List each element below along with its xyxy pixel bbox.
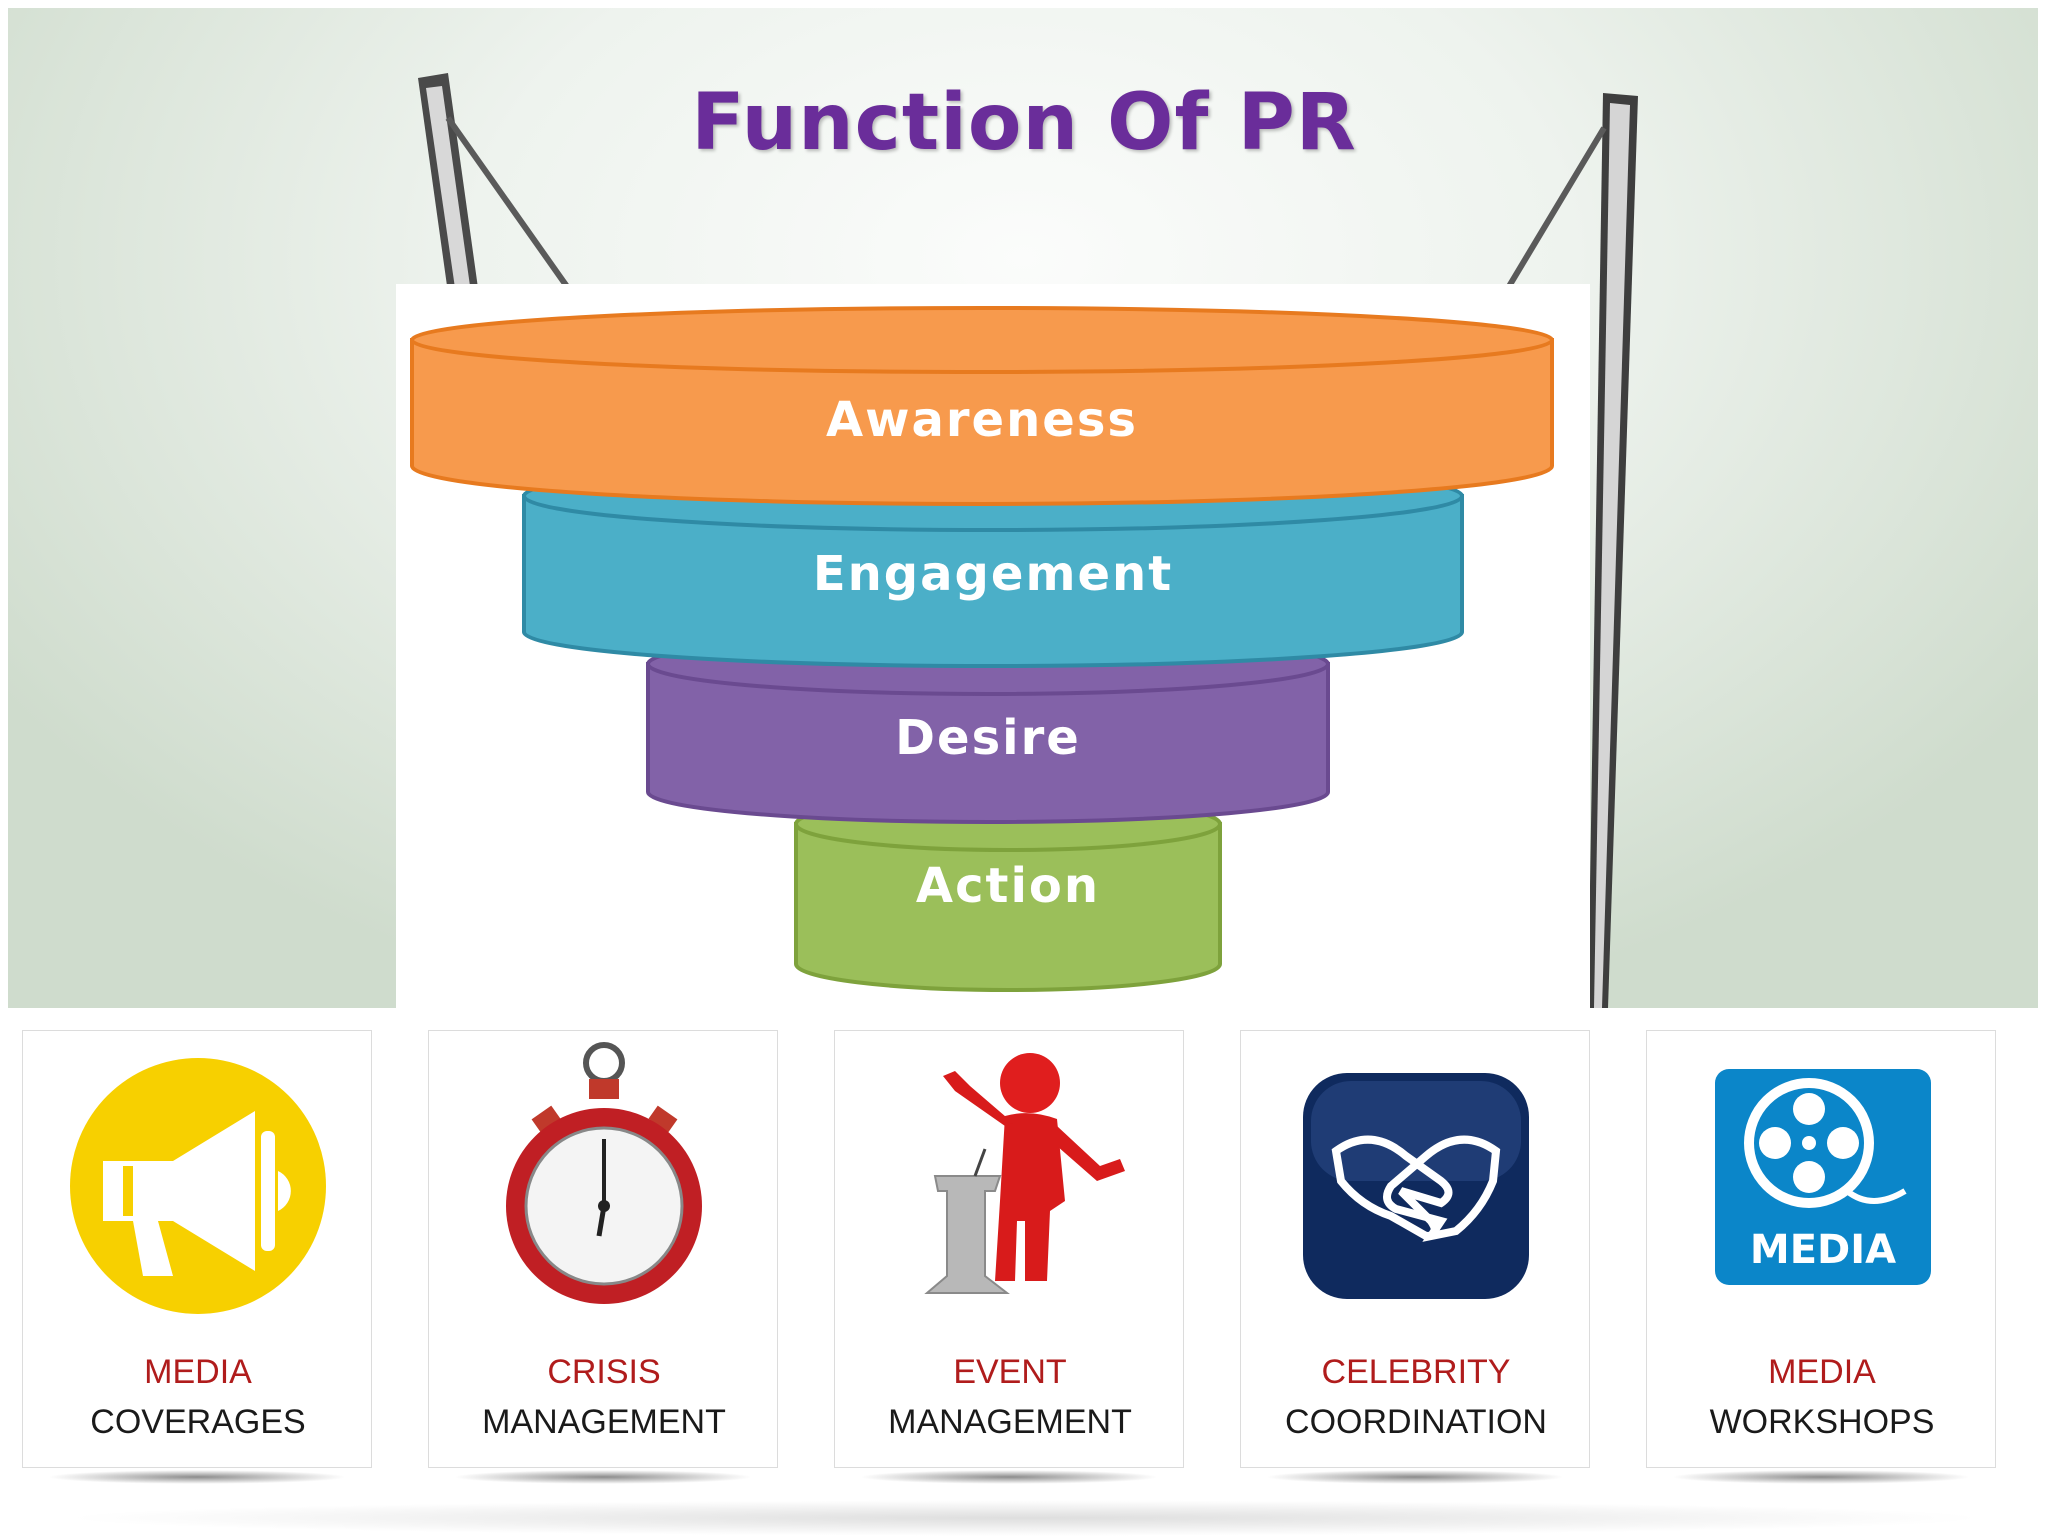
funnel-panel: Action Desire Engagement Awareness bbox=[396, 284, 1590, 1008]
service-card-event-management[interactable]: EVENT MANAGEMENT bbox=[834, 1030, 1184, 1468]
card-shadow bbox=[47, 1470, 347, 1484]
funnel-label-desire: Desire bbox=[895, 710, 1081, 766]
card-shadow bbox=[1265, 1470, 1565, 1484]
card-shadow bbox=[859, 1470, 1159, 1484]
bottom-glow bbox=[60, 1500, 1990, 1536]
funnel-layer-action: Action bbox=[794, 796, 1222, 992]
service-title: CELEBRITY bbox=[1321, 1353, 1511, 1391]
banner-stand-frame bbox=[418, 73, 1638, 1008]
service-subtitle: COORDINATION bbox=[1285, 1403, 1547, 1441]
funnel-label-action: Action bbox=[916, 858, 1100, 914]
megaphone-icon bbox=[70, 1058, 326, 1314]
service-title: EVENT bbox=[953, 1353, 1067, 1391]
service-subtitle: MANAGEMENT bbox=[888, 1403, 1132, 1441]
stopwatch-icon bbox=[506, 1042, 702, 1304]
service-subtitle: COVERAGES bbox=[90, 1403, 306, 1441]
card-shadow bbox=[1671, 1470, 1971, 1484]
speaker-podium-icon bbox=[924, 1053, 1125, 1294]
handshake-icon bbox=[1303, 1073, 1529, 1299]
pr-funnel-diagram: Action Desire Engagement Awareness bbox=[410, 306, 1554, 992]
service-title: MEDIA bbox=[1768, 1353, 1876, 1391]
funnel-label-awareness: Awareness bbox=[826, 392, 1138, 448]
service-subtitle: MANAGEMENT bbox=[482, 1403, 726, 1441]
service-card-media-coverages[interactable]: MEDIA COVERAGES bbox=[22, 1030, 372, 1468]
service-subtitle: WORKSHOPS bbox=[1709, 1403, 1935, 1441]
service-title: CRISIS bbox=[547, 1353, 661, 1391]
service-card-media-workshops[interactable]: MEDIA MEDIA WORKSHOPS bbox=[1646, 1030, 1996, 1468]
film-reel-icon: MEDIA bbox=[1715, 1069, 1931, 1285]
service-card-celebrity-coordination[interactable]: CELEBRITY COORDINATION bbox=[1240, 1030, 1590, 1468]
service-card-crisis-management[interactable]: CRISIS MANAGEMENT bbox=[428, 1030, 778, 1468]
card-shadow bbox=[453, 1470, 753, 1484]
media-badge-label: MEDIA bbox=[1750, 1227, 1896, 1273]
page-title: Function Of PR bbox=[691, 78, 1357, 168]
service-title: MEDIA bbox=[144, 1353, 252, 1391]
funnel-layer-awareness: Awareness bbox=[410, 306, 1554, 506]
funnel-label-engagement: Engagement bbox=[813, 546, 1173, 602]
